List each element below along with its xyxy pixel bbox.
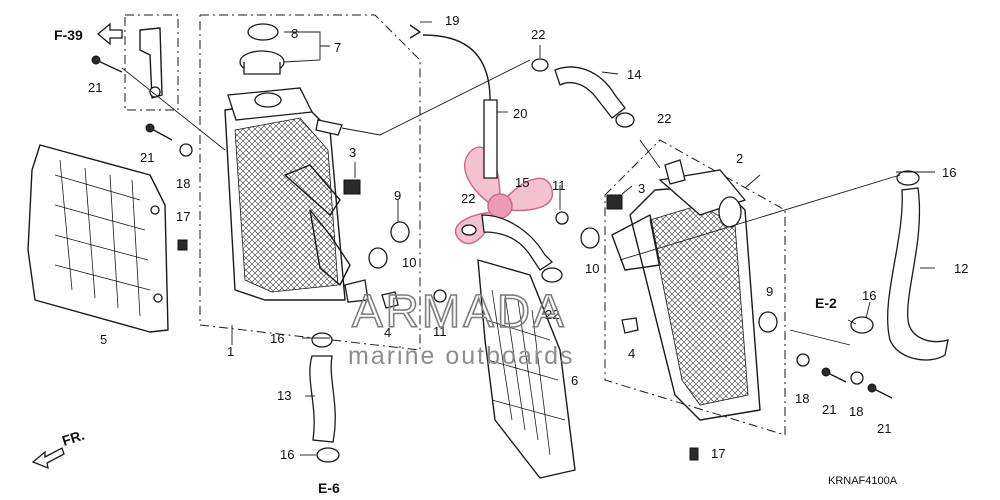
callout-1: 1 <box>227 344 234 359</box>
callout-22: 22 <box>657 111 671 126</box>
callout-12: 12 <box>954 261 968 276</box>
f39-bracket-frame <box>124 14 179 111</box>
callout-16: 16 <box>942 165 956 180</box>
callout-18: 18 <box>849 404 863 419</box>
drawing-code: KRNAF4100A <box>828 475 898 487</box>
callout-18: 18 <box>176 176 190 191</box>
bolts-and-washers <box>91 24 893 461</box>
radiator-right <box>611 159 761 421</box>
callout-13: 13 <box>277 388 291 403</box>
callout-16: 16 <box>280 447 294 462</box>
radiator-shroud-right <box>477 259 576 479</box>
callout-16: 16 <box>270 331 284 346</box>
callout-9: 9 <box>766 284 773 299</box>
callout-9: 9 <box>394 188 401 203</box>
callout-5: 5 <box>100 332 107 347</box>
callout-2: 2 <box>736 151 743 166</box>
assembly-2-frame <box>604 139 786 436</box>
callout-22: 22 <box>461 191 475 206</box>
callout-16: 16 <box>862 288 876 303</box>
watermark-title: ARMADA <box>352 285 567 337</box>
callout-19: 19 <box>445 13 459 28</box>
f39-bracket <box>139 27 163 99</box>
svg-text:FR.: FR. <box>60 427 86 449</box>
hose-12 <box>886 187 949 361</box>
callout-11: 11 <box>552 178 566 193</box>
callout-10: 10 <box>402 255 416 270</box>
assembly-1-frame <box>199 14 421 351</box>
radiator-cap <box>239 23 285 75</box>
callout-15: 15 <box>515 175 529 190</box>
front-direction-indicator: FR. <box>31 427 86 470</box>
callout-17: 17 <box>176 209 190 224</box>
hose-13 <box>309 355 336 443</box>
callout-6: 6 <box>571 373 578 388</box>
section-reference-e6: E-6 <box>318 480 340 496</box>
callout-7: 7 <box>334 40 341 55</box>
callout-11: 11 <box>433 324 447 339</box>
callout-labels: 19 8 7 22 14 21 20 22 21 3 2 18 15 11 16… <box>88 13 968 462</box>
callout-10: 10 <box>585 261 599 276</box>
svg-text:F-39: F-39 <box>54 27 83 43</box>
callout-20: 20 <box>513 106 527 121</box>
callout-3: 3 <box>349 145 356 160</box>
callout-22: 22 <box>531 27 545 42</box>
callout-4: 4 <box>628 346 635 361</box>
hose-15 <box>481 214 554 271</box>
callout-21: 21 <box>88 80 102 95</box>
callout-17: 17 <box>711 446 725 461</box>
callout-14: 14 <box>627 67 641 82</box>
clamp-parts <box>311 58 920 463</box>
callout-21: 21 <box>822 402 836 417</box>
callout-18: 18 <box>795 391 809 406</box>
section-reference-e2: E-2 <box>815 295 837 311</box>
callout-4: 4 <box>384 325 391 340</box>
callout-21: 21 <box>140 150 154 165</box>
callout-21: 21 <box>877 421 891 436</box>
callout-3: 3 <box>638 181 645 196</box>
radiator-left <box>224 87 369 303</box>
grommets <box>343 179 778 334</box>
hose-20 <box>422 34 498 179</box>
callout-22: 22 <box>545 307 559 322</box>
section-reference-f39: F-39 <box>54 22 123 46</box>
leader-lines <box>121 21 935 456</box>
hose-14 <box>554 66 626 119</box>
callout-8: 8 <box>291 26 298 41</box>
radiator-shroud-left <box>27 144 169 333</box>
watermark-subtitle: marine outboards <box>348 342 575 370</box>
